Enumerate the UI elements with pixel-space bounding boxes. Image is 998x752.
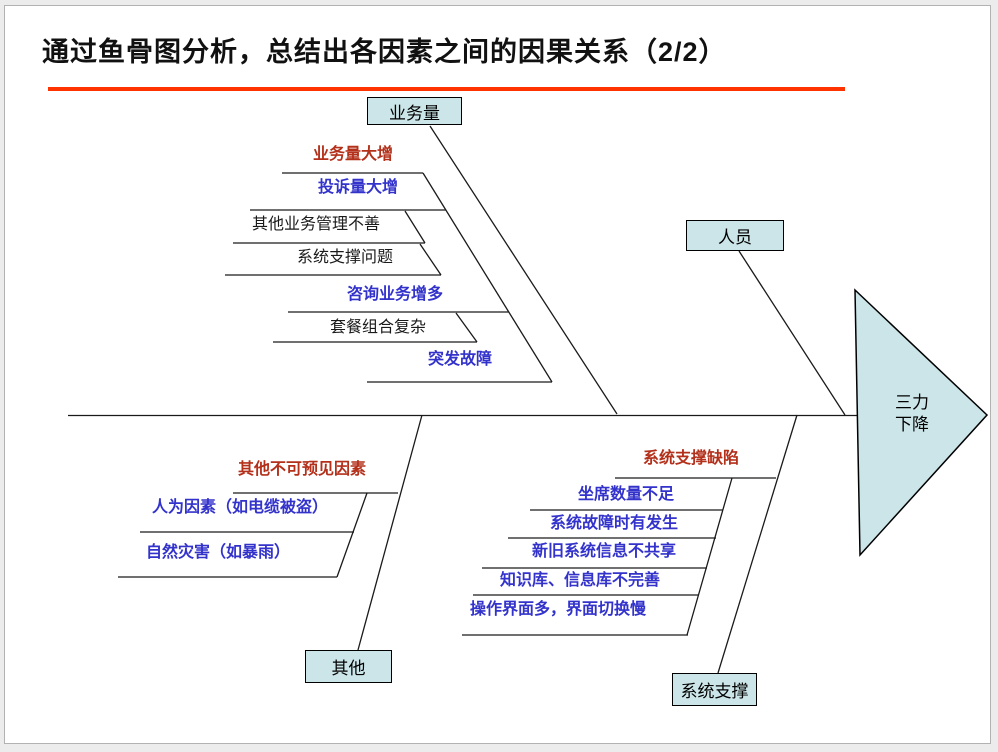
other-bone-line (357, 414, 423, 651)
category-label-other: 其他 (331, 659, 366, 678)
cause-label-ui-switch: 操作界面多，界面切换慢 (470, 601, 647, 618)
other-sub-diagonal-line (336, 492, 368, 578)
slide-title: 通过鱼骨图分析，总结出各因素之间的因果关系（2/2） (42, 37, 727, 67)
category-label-business-volume: 业务量 (389, 103, 440, 123)
slide-background (4, 5, 991, 744)
cause-label-consulting: 咨询业务增多 (347, 286, 444, 303)
business-volume-bone-line (429, 125, 618, 415)
cause-label-knowledge-base: 知识库、信息库不完善 (500, 572, 661, 589)
system-sub-diagonal-line (686, 477, 733, 636)
cause-label-package: 套餐组合复杂 (330, 319, 427, 336)
category-box-business-volume: 业务量 (367, 97, 462, 125)
title-underline (48, 87, 845, 91)
category-box-other: 其他 (305, 650, 392, 683)
cause-label-other-mgmt: 其他业务管理不善 (252, 216, 381, 233)
effect-label: 三力 下降 (895, 393, 929, 434)
cause-label-natural-disaster: 自然灾害（如暴雨） (146, 544, 291, 561)
other-mgmt-tail-line (404, 210, 426, 244)
category-box-system-support: 系统支撑 (672, 673, 757, 706)
cause-label-sudden-failure: 突发故障 (428, 351, 493, 368)
effect-arrow-shape (854, 288, 989, 557)
cause-label-other-main: 其他不可预见因素 (238, 461, 367, 478)
cause-label-business-main: 业务量大增 (313, 146, 394, 163)
category-label-system-support: 系统支撑 (680, 682, 749, 701)
personnel-bone-line (738, 250, 846, 416)
cause-label-system-issue: 系统支撑问题 (297, 249, 394, 266)
cause-label-human-factor: 人为因素（如电缆被盗） (152, 499, 329, 516)
category-label-personnel: 人员 (718, 228, 752, 247)
category-box-personnel: 人员 (686, 220, 784, 251)
cause-label-complaints: 投诉量大增 (318, 179, 399, 196)
package-tail-line (455, 312, 478, 343)
cause-label-system-main: 系统支撑缺陷 (643, 450, 740, 467)
cause-label-seats: 坐席数量不足 (578, 486, 675, 503)
business-sub-diagonal-line (422, 172, 553, 383)
cause-label-info-share: 新旧系统信息不共享 (532, 543, 677, 560)
cause-label-failures: 系统故障时有发生 (550, 515, 679, 532)
system-support-bone-line (717, 414, 798, 674)
system-issue-tail-line (419, 243, 442, 276)
